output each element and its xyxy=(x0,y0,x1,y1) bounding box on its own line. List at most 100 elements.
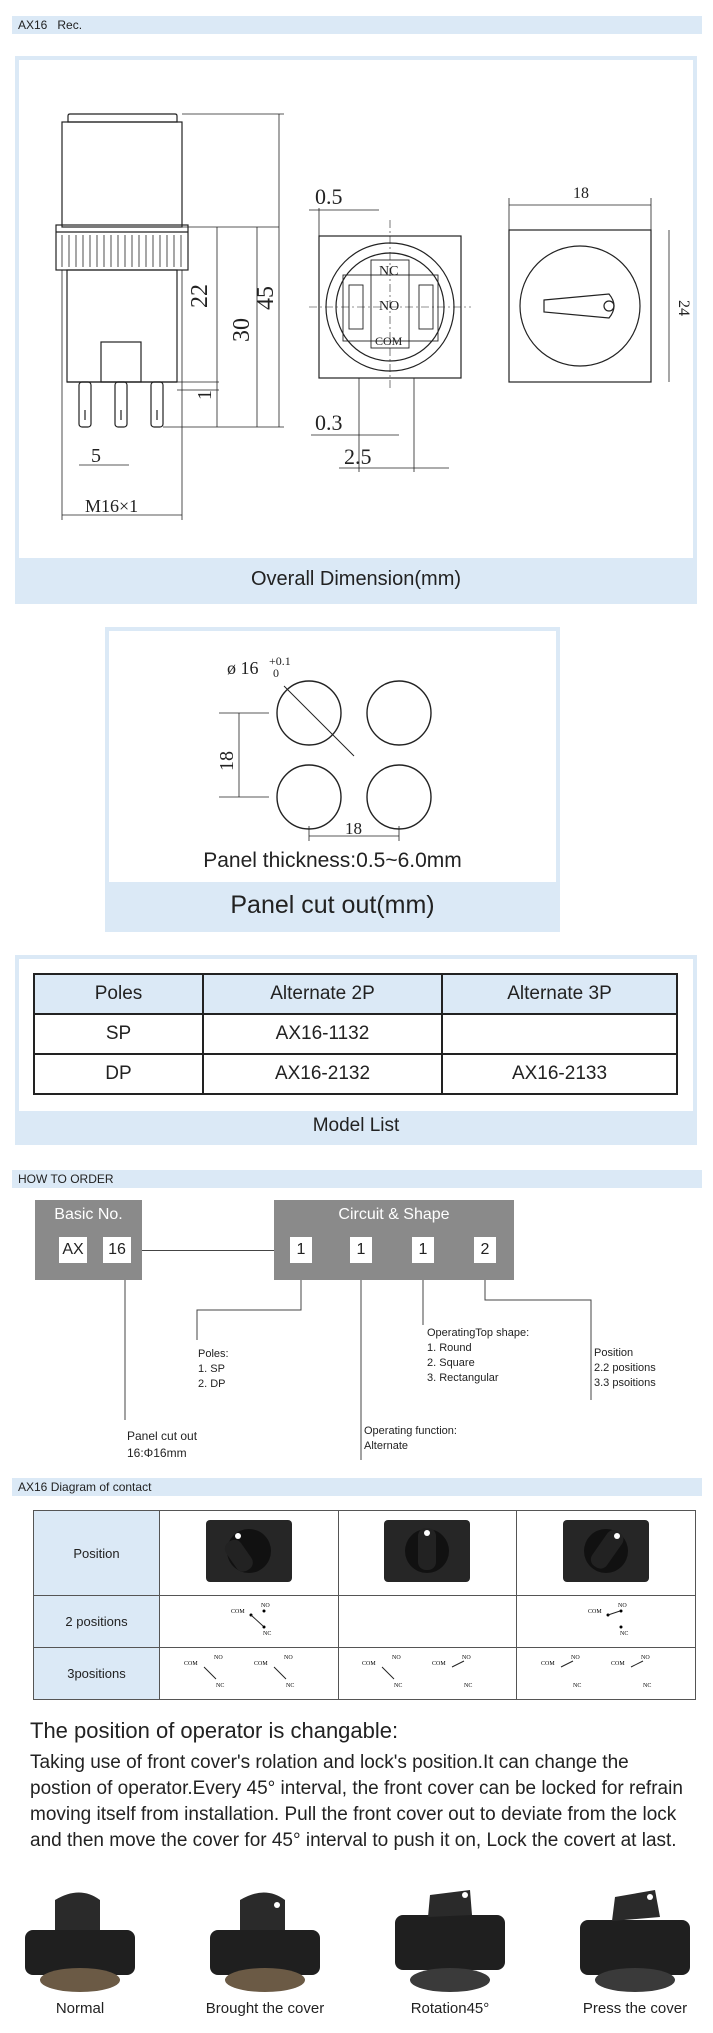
svg-text:NO: NO xyxy=(392,1655,401,1661)
tol-zero: 0 xyxy=(273,666,279,680)
photo-rotation xyxy=(395,1890,505,1992)
model-label: AX16 xyxy=(18,18,48,32)
cutout-caption: Panel cut out(mm) xyxy=(109,882,556,928)
circuit-shape-box: Circuit & Shape 1 1 1 2 xyxy=(274,1200,514,1280)
code-position: 2 xyxy=(474,1237,496,1263)
operator-photos xyxy=(25,1890,690,1992)
top-shape-item: 2. Square xyxy=(427,1357,475,1369)
com-label: COM xyxy=(375,334,403,348)
pos-cell xyxy=(516,1510,696,1596)
dimension-panel: 22 30 45 1 5 M16×1 NC NO COM 0.5 0.3 2.5 xyxy=(15,56,697,604)
contact-cell: COM NO NC COM NO NC xyxy=(159,1647,339,1700)
row-position: Position xyxy=(33,1510,160,1596)
svg-text:COM: COM xyxy=(432,1661,446,1667)
code-shape: 1 xyxy=(412,1237,434,1263)
dim-30: 30 xyxy=(229,318,255,342)
cell xyxy=(441,1013,678,1055)
model-list-caption: Model List xyxy=(19,1111,693,1141)
dim-5: 5 xyxy=(91,445,101,467)
contact-cell: COM NO NC COM NO NC xyxy=(337,1647,518,1700)
svg-text:NC: NC xyxy=(620,1631,628,1637)
connector-line xyxy=(142,1250,274,1251)
svg-text:NC: NC xyxy=(286,1683,294,1689)
top-shape-item: 1. Round xyxy=(427,1342,472,1354)
code-ax: AX xyxy=(59,1237,87,1263)
poles-item: 1. SP xyxy=(198,1363,225,1375)
svg-text:NO: NO xyxy=(284,1655,293,1661)
contact-symbol: COM NO NC COM NO NC xyxy=(362,1655,472,1689)
position-item: 2.2 positions xyxy=(594,1362,656,1374)
svg-text:COM: COM xyxy=(611,1661,625,1667)
poles-item: 2. DP xyxy=(198,1378,226,1390)
panel-title: Panel cut out xyxy=(127,1429,198,1443)
top-shape-title: OperatingTop shape: xyxy=(427,1327,530,1339)
table-row: DP AX16-2132 AX16-2133 xyxy=(33,1053,678,1095)
svg-text:NC: NC xyxy=(573,1683,581,1689)
svg-text:COM: COM xyxy=(254,1661,268,1667)
cell: AX16-2133 xyxy=(441,1053,678,1095)
photo-normal xyxy=(25,1892,135,1992)
operator-body: Taking use of front cover's rolation and… xyxy=(30,1752,683,1851)
svg-text:NC: NC xyxy=(216,1683,224,1689)
header-alt-2p: Alternate 2P xyxy=(202,973,443,1015)
section-header-rec: AX16 Rec. xyxy=(12,16,702,34)
svg-text:COM: COM xyxy=(362,1661,376,1667)
position-title: Position xyxy=(594,1347,634,1359)
dim-03: 0.3 xyxy=(315,410,343,435)
dim-22: 22 xyxy=(187,284,213,308)
svg-text:COM: COM xyxy=(184,1661,198,1667)
operator-heading: The position of operator is changable: xyxy=(30,1718,399,1743)
step-press: Press the cover xyxy=(582,2000,688,2017)
panel-thickness: Panel thickness:0.5~6.0mm xyxy=(203,849,462,872)
contact-bar: AX16 Diagram of contact xyxy=(12,1478,702,1496)
poles-block: Poles: 1. SP 2. DP xyxy=(198,1347,229,1392)
cutout-panel: ø 16 +0.1 0 18 18 Panel thickness:0.5~6.… xyxy=(105,627,560,932)
cell: SP xyxy=(33,1013,204,1055)
cell: DP xyxy=(33,1053,204,1095)
code-16: 16 xyxy=(103,1237,131,1263)
code-poles: 1 xyxy=(290,1237,312,1263)
dimension-caption: Overall Dimension(mm) xyxy=(19,558,693,600)
svg-text:NC: NC xyxy=(464,1683,472,1689)
top-shape-item: 3. Rectangular xyxy=(427,1372,499,1384)
svg-text:NO: NO xyxy=(462,1655,471,1661)
photo-brought-cover xyxy=(210,1892,320,1992)
table-row: SP AX16-1132 xyxy=(33,1013,678,1055)
top-shape-block: OperatingTop shape: 1. Round 2. Square 3… xyxy=(427,1326,529,1386)
dimension-drawing: 22 30 45 1 5 M16×1 NC NO COM 0.5 0.3 2.5 xyxy=(55,113,692,520)
function-value: Alternate xyxy=(364,1440,409,1452)
how-to-order-bar: HOW TO ORDER xyxy=(12,1170,702,1188)
step-brought-cover: Brought the cover xyxy=(205,2000,325,2017)
svg-text:NC: NC xyxy=(263,1631,271,1637)
nc-label: NC xyxy=(379,264,398,279)
phi-label: ø 16 xyxy=(227,658,259,678)
svg-text:NC: NC xyxy=(394,1683,402,1689)
rec-label: Rec. xyxy=(57,18,83,32)
dim-45: 45 xyxy=(253,286,279,310)
dim-05: 0.5 xyxy=(315,184,343,209)
dim-18-v: 18 xyxy=(216,751,238,771)
photo-press xyxy=(580,1890,690,1992)
row-3-positions: 3positions xyxy=(33,1647,160,1700)
basic-no-label: Basic No. xyxy=(54,1206,123,1223)
contact-cell xyxy=(337,1595,518,1648)
dim-m16: M16×1 xyxy=(85,496,138,516)
tol-plus: +0.1 xyxy=(269,654,291,668)
poles-title: Poles: xyxy=(198,1348,229,1360)
dim-1: 1 xyxy=(194,390,216,400)
svg-text:NO: NO xyxy=(214,1655,223,1661)
header-poles: Poles xyxy=(33,973,204,1015)
dim-25: 2.5 xyxy=(344,444,372,469)
cutout-drawing: ø 16 +0.1 0 18 18 xyxy=(216,654,432,841)
header-alt-3p: Alternate 3P xyxy=(441,973,678,1015)
basic-no-box: Basic No. AX 16 xyxy=(35,1200,142,1280)
svg-text:COM: COM xyxy=(588,1609,602,1615)
svg-text:NO: NO xyxy=(571,1655,580,1661)
panel-value: 16:Φ16mm xyxy=(127,1446,187,1460)
model-list-table: Poles Alternate 2P Alternate 3P SP AX16-… xyxy=(33,973,678,1095)
